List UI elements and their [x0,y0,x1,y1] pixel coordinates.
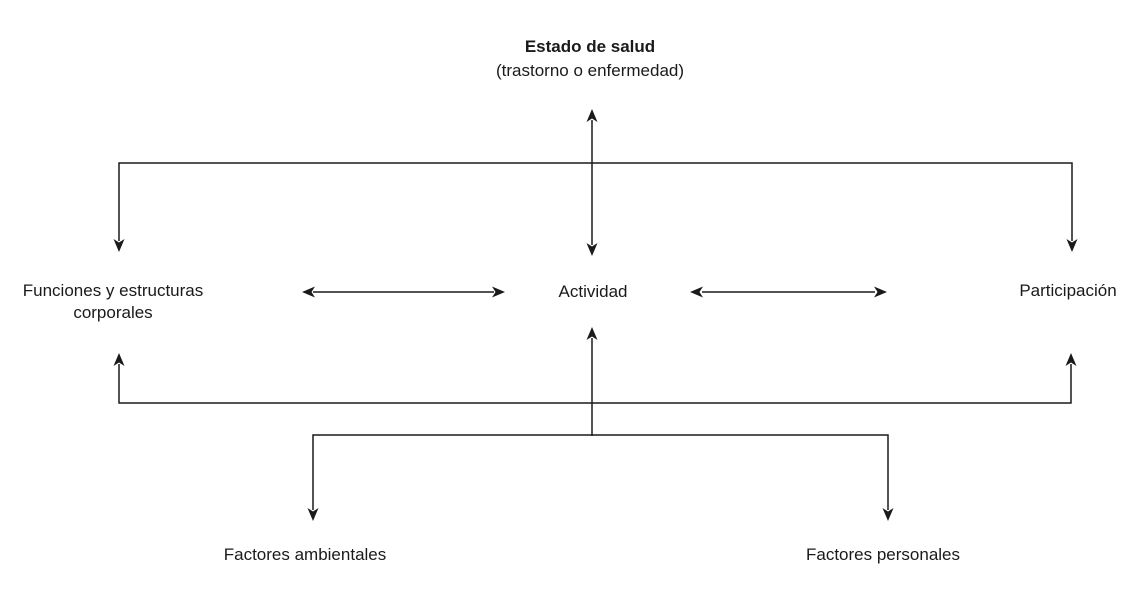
arrow-left-icon [302,286,315,298]
arrow-right-icon [874,286,887,298]
arrow-left-icon [690,286,703,298]
funciones-line1: Funciones y estructuras [22,281,204,300]
edge-funciones-actividad [302,286,505,298]
node-factores-ambientales: Factores ambientales [223,545,387,564]
node-factores-personales: Factores personales [805,545,961,564]
arrow-up-icon [586,109,598,122]
node-estado-de-salud: Estado de salud [524,37,656,56]
edge-factores-branches [307,434,894,521]
node-actividad: Actividad [558,282,628,301]
arrow-up-icon [1065,353,1077,366]
arrow-up-icon [113,353,125,366]
funciones-line2: corporales [73,303,153,322]
node-estado-subtitle: (trastorno o enfermedad) [495,61,685,80]
arrow-up-icon [586,327,598,340]
arrow-down-icon [113,239,125,252]
edge-actividad-participacion [690,286,887,298]
edge-estado-actividad [586,109,598,256]
node-participacion: Participación [1019,281,1117,300]
arrow-down-icon [307,508,319,521]
edge-estado-branches [113,162,1078,252]
arrow-down-icon [1066,239,1078,252]
node-funciones-estructuras: Funciones y estructuras corporales [0,280,233,324]
arrow-down-icon [882,508,894,521]
edge-factores-sides [113,353,1077,404]
arrow-right-icon [492,286,505,298]
arrow-down-icon [586,243,598,256]
edge-factores-actividad [586,327,598,436]
